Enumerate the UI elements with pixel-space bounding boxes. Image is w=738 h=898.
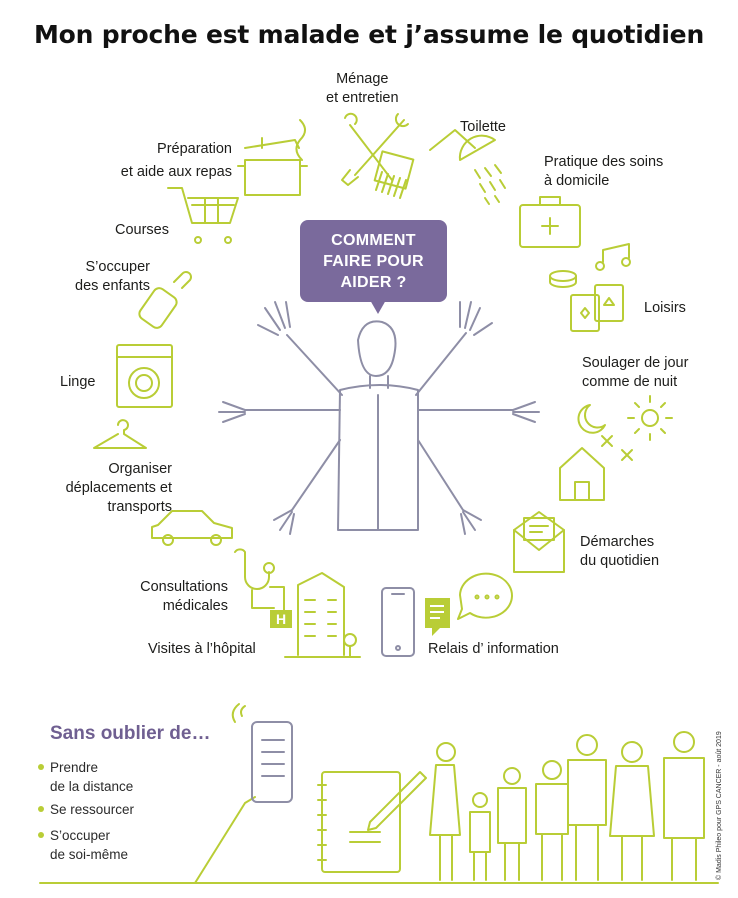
washing-machine-icon bbox=[116, 344, 173, 408]
playing-cards-icon bbox=[570, 284, 624, 332]
label-linge: Linge bbox=[60, 374, 96, 390]
label-enfants: S’occuper des enfants bbox=[75, 259, 150, 294]
question-bubble: COMMENT FAIRE POUR AIDER ? bbox=[300, 220, 447, 302]
credit-text: © Madis Phileo pour GPS CANCER - août 20… bbox=[716, 731, 723, 880]
reminder-text: S’occuper de soi-même bbox=[50, 828, 129, 862]
hospital-sign bbox=[270, 610, 292, 628]
envelope-icon bbox=[513, 511, 565, 573]
label-consultations: Consultations médicales bbox=[140, 579, 228, 614]
phone-icon bbox=[381, 587, 415, 657]
sun-icon bbox=[627, 395, 673, 441]
reminder-text: Prendre de la distance bbox=[50, 760, 134, 794]
stars-icon bbox=[601, 435, 633, 461]
house-icon bbox=[559, 447, 605, 501]
label-toilette: Toilette bbox=[460, 119, 506, 135]
label-soulager: Soulager de jour comme de nuit bbox=[582, 355, 689, 390]
moon-icon bbox=[577, 404, 606, 434]
shower-icon bbox=[429, 129, 506, 205]
sans-oublier-title: Sans oublier de… bbox=[50, 723, 211, 744]
hospital-icon bbox=[284, 572, 361, 658]
first-aid-kit-icon bbox=[519, 196, 581, 248]
hanger-icon bbox=[93, 419, 147, 449]
tools-icon bbox=[341, 112, 415, 199]
label-soins: Pratique des soins à domicile bbox=[544, 154, 664, 189]
hand-phone-icon bbox=[194, 703, 293, 884]
label-relais: Relais d’ information bbox=[428, 641, 559, 657]
cart-icon bbox=[167, 187, 239, 244]
message-icon bbox=[425, 598, 450, 636]
label-menage: Ménage et entretien bbox=[326, 71, 399, 106]
family-group-icon bbox=[429, 731, 705, 881]
car-icon bbox=[151, 510, 233, 546]
bubble-tail bbox=[370, 300, 386, 314]
bottom-illustration bbox=[39, 703, 719, 884]
stethoscope-icon bbox=[234, 548, 275, 609]
reminder-item: Se ressourcer bbox=[38, 800, 134, 819]
hospital-sign-letter: H bbox=[275, 611, 287, 627]
label-repas: Préparation et aide aux repas bbox=[120, 141, 232, 180]
label-demarches: Démarches du quotidien bbox=[580, 534, 660, 569]
reminder-item: Prendre de la distance bbox=[38, 758, 133, 796]
music-note-icon bbox=[595, 243, 631, 271]
label-visites: Visites à l’hôpital bbox=[148, 641, 256, 657]
label-deplacements: Organiser déplacements et transports bbox=[65, 461, 172, 515]
question-text: COMMENT FAIRE POUR AIDER ? bbox=[323, 231, 424, 291]
person-figure bbox=[218, 301, 540, 535]
label-courses: Courses bbox=[115, 222, 169, 238]
reminder-item: S’occuper de soi-même bbox=[38, 826, 128, 864]
cooking-pot-icon bbox=[237, 119, 308, 196]
notebook-icon bbox=[317, 771, 427, 873]
baby-bottle-icon bbox=[138, 271, 192, 329]
page-title: Mon proche est malade et j’assume le quo… bbox=[33, 20, 705, 49]
game-tokens-icon bbox=[549, 270, 577, 288]
reminder-text: Se ressourcer bbox=[50, 802, 135, 817]
chat-bubble-icon bbox=[457, 572, 513, 620]
label-loisirs: Loisirs bbox=[644, 300, 686, 316]
